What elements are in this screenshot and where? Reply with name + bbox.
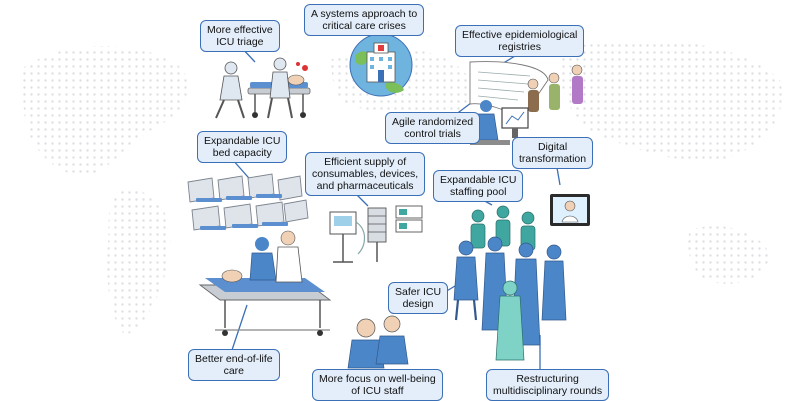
hospital-globe-icon [349,33,413,97]
researcher-computer-icon [470,100,529,145]
connector-end-of-life [231,304,248,351]
ventilator-pump-icon [329,205,423,263]
stretcher-icon [215,57,311,119]
staff-support-icon [347,315,409,369]
icu-beds-icon [187,173,309,231]
staff-group-icon [453,205,567,361]
patient-bed-icon [198,230,332,336]
telemedicine-screen-icon [550,194,590,226]
